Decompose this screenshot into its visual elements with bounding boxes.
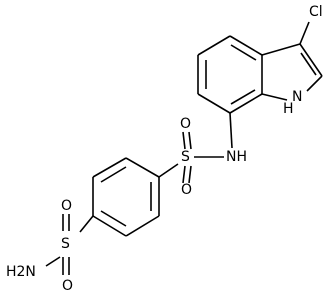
- chlorine-label: Cl: [309, 4, 323, 20]
- central-benzene-ring: [92, 157, 160, 237]
- bond: [229, 93, 263, 114]
- double-bond-inner: [300, 52, 317, 76]
- bond: [92, 215, 127, 237]
- bond: [182, 131, 186, 150]
- sulfamoyl-group: [45, 214, 94, 275]
- bond: [188, 131, 192, 150]
- indole-nh-h-label: H: [283, 101, 294, 117]
- bond: [306, 75, 323, 92]
- sulfonamide-nh-label: NH: [226, 149, 247, 165]
- bond: [125, 215, 160, 237]
- bond: [45, 256, 61, 267]
- bond: [229, 112, 233, 149]
- sulfamoyl-oxygen-top-label: O: [61, 198, 72, 214]
- bond-to-chlorine: [299, 21, 310, 45]
- bond: [197, 93, 231, 114]
- sulfonyl-oxygen-top-label: O: [180, 116, 191, 132]
- sulfonyl-oxygen-bottom-label: O: [181, 182, 192, 198]
- indole-nh-n-label: N: [292, 89, 302, 105]
- bond: [158, 163, 179, 178]
- double-bond-inner: [100, 210, 127, 227]
- double-bond-inner: [230, 89, 256, 105]
- amine-label: H2N: [6, 264, 36, 280]
- sulfamoyl-sulfur-label: S: [61, 236, 70, 252]
- sulfamoyl-oxygen-bottom-label: O: [62, 278, 73, 294]
- double-bond-inner: [100, 166, 127, 183]
- bond: [261, 93, 288, 101]
- bond: [92, 157, 127, 178]
- sulfonyl-sulfur-label: S: [181, 149, 190, 165]
- bond: [188, 165, 192, 184]
- bond: [125, 157, 160, 178]
- sulfonamide-linker: [158, 112, 233, 184]
- bond: [229, 35, 263, 56]
- bond: [299, 43, 323, 77]
- pyrrole-ring: [261, 21, 323, 101]
- bond: [261, 43, 301, 56]
- indole-benzene-ring: [197, 35, 263, 114]
- bond: [197, 35, 231, 56]
- bond: [182, 165, 186, 184]
- bond: [79, 215, 94, 233]
- double-bond-inner: [230, 44, 257, 61]
